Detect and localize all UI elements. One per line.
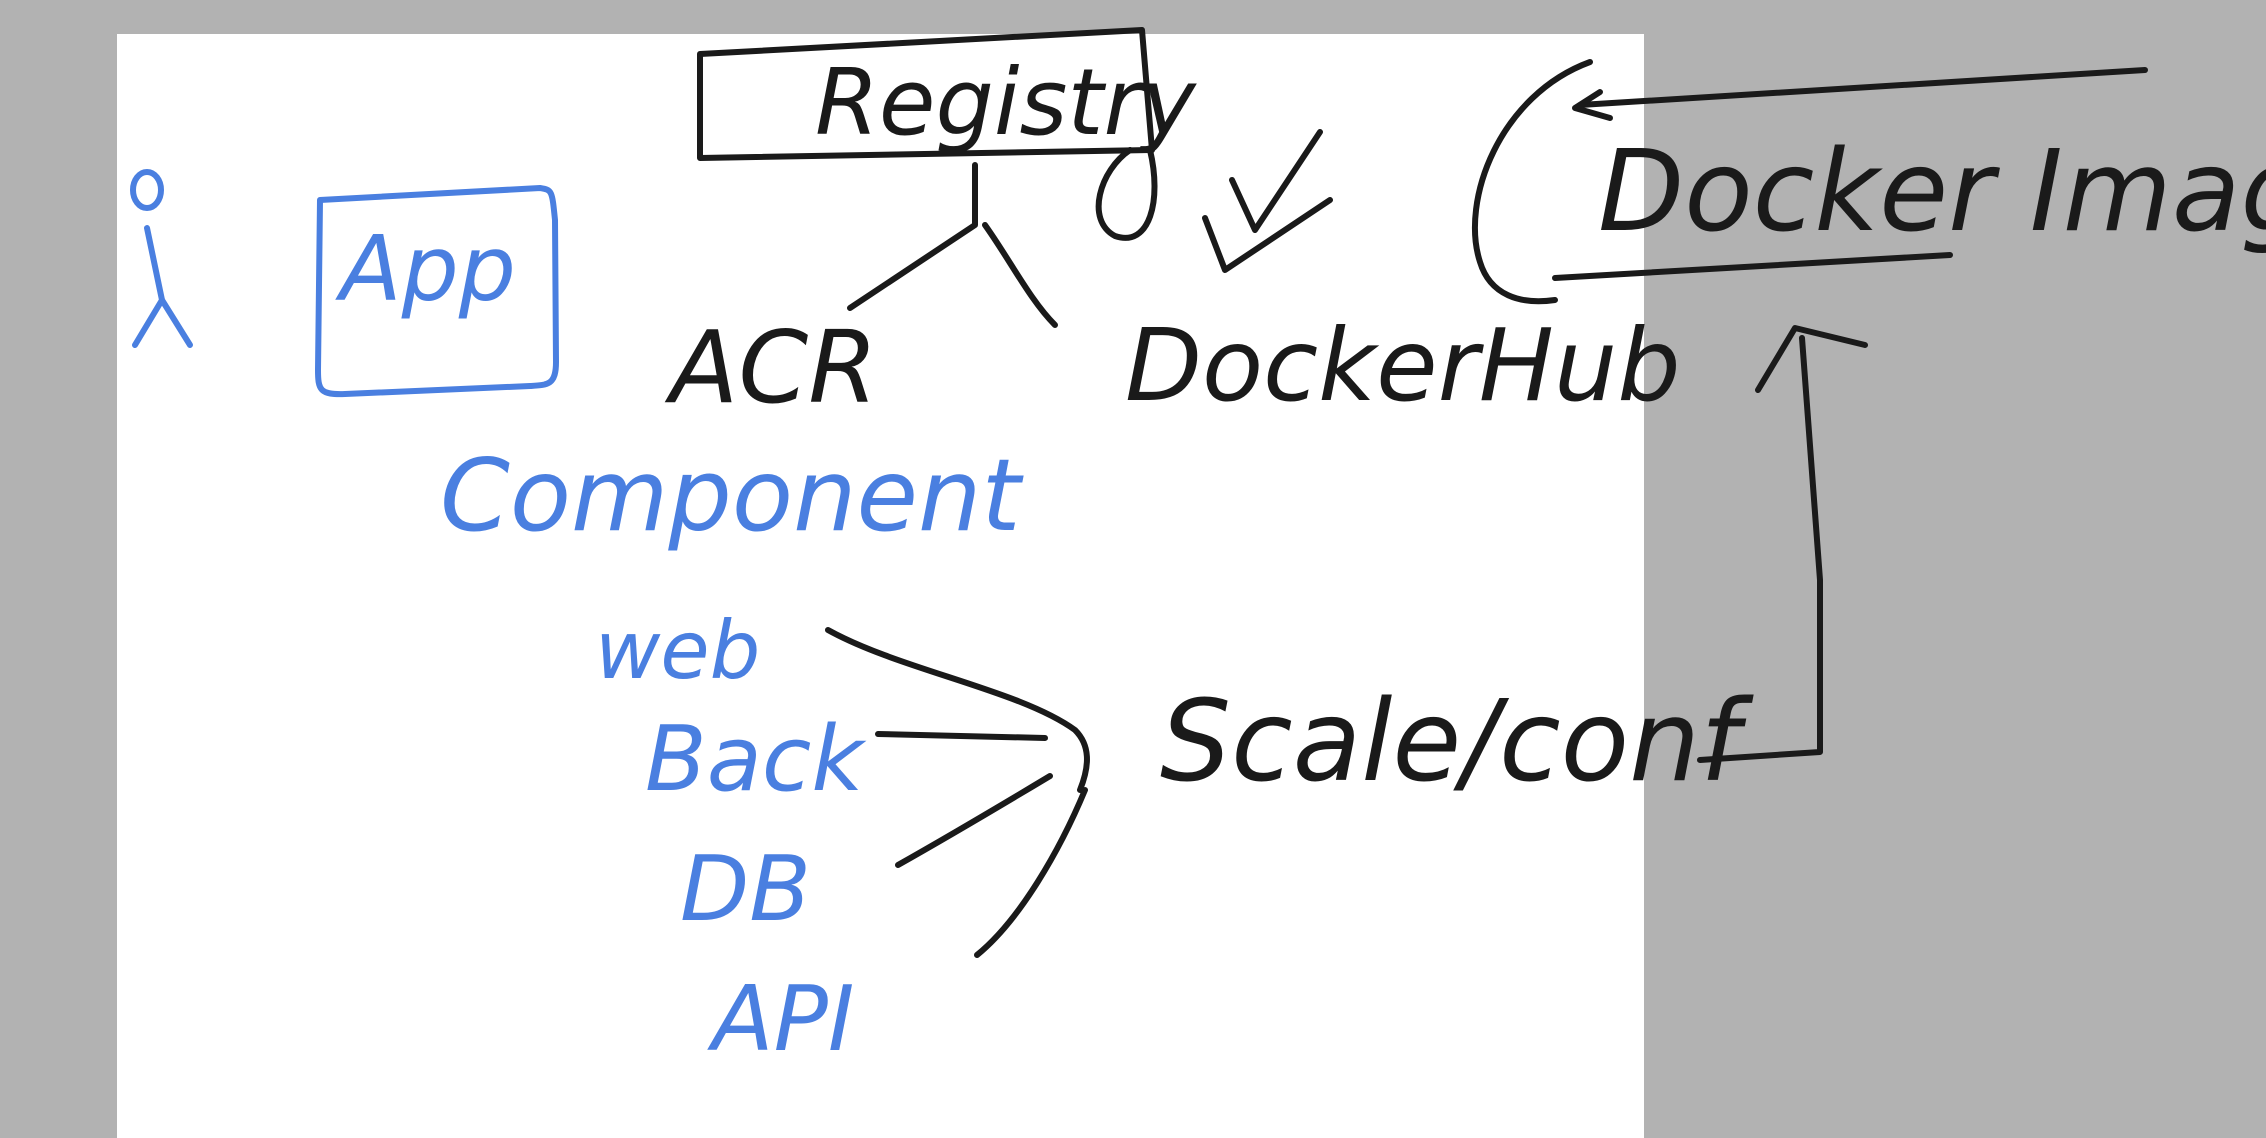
acr-label: ACR [664, 309, 878, 426]
bottom-bracket-line [1552, 252, 1953, 281]
check-mark-icon-2 [1202, 197, 1333, 273]
app-box [315, 185, 559, 398]
person-icon [130, 169, 193, 348]
component-label: Component [440, 437, 1024, 554]
back-label: Back [645, 707, 867, 812]
db-to-scale-stroke [895, 773, 1053, 868]
docker-image-bracket [1471, 59, 1593, 305]
scale-conf-label: Scale/conf [1160, 677, 1754, 807]
scale-to-image-arrow-head [1755, 325, 1868, 393]
web-to-scale-stroke [825, 627, 1090, 793]
web-label: web [595, 604, 760, 697]
dockerhub-label: DockerHub [1125, 307, 1681, 424]
branch-to-acr [847, 162, 978, 311]
top-arrow-head [1572, 89, 1613, 121]
whiteboard-page[interactable] [117, 34, 1644, 1138]
api-label: API [707, 967, 854, 1072]
registry-label: Registry [815, 49, 1197, 156]
db-label: DB [680, 837, 811, 942]
top-arrow-line [1577, 67, 2148, 108]
branch-to-dockerhub [982, 222, 1058, 328]
app-label: App [335, 217, 516, 322]
check-mark-icon [1229, 129, 1323, 233]
docker-image-label: Docker Image [1598, 127, 2266, 257]
scale-to-image-arrow-line [1697, 335, 1823, 763]
api-to-scale-stroke [974, 787, 1088, 958]
back-to-scale-stroke [875, 731, 1048, 741]
registry-loop [1095, 147, 1158, 241]
